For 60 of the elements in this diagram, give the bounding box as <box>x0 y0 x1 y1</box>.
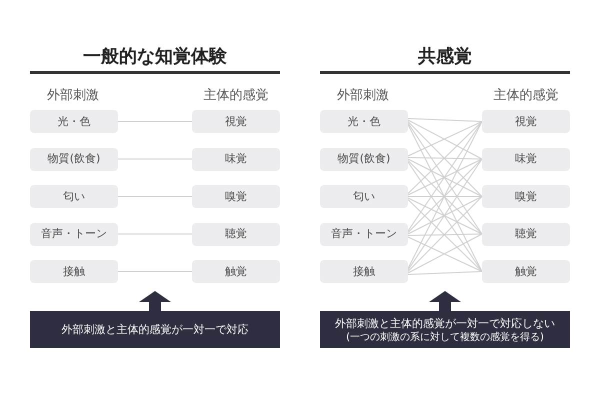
category-box <box>320 148 408 170</box>
connector-line <box>118 158 192 160</box>
connector-line <box>408 234 482 236</box>
column-header: 外部刺激 <box>47 88 99 104</box>
panel-title: 一般的な知覚体験 <box>83 46 227 68</box>
column-header: 外部刺激 <box>337 88 389 104</box>
category-box <box>482 222 570 246</box>
category-box <box>30 222 118 246</box>
box-label: 味覚 <box>515 152 537 166</box>
category-box <box>192 260 280 283</box>
category-box <box>320 222 408 246</box>
column-header: 主体的感覚 <box>204 88 268 104</box>
box-label: 光・色 <box>348 114 380 128</box>
connector-line <box>118 121 192 122</box>
category-box <box>482 260 570 283</box>
category-box <box>192 222 280 246</box>
box-label: 光・色 <box>58 114 90 128</box>
box-label: 物質(飲食) <box>48 152 100 166</box>
panel-title: 共感覚 <box>418 46 472 68</box>
category-box <box>482 148 570 170</box>
banner-text: (一つの刺激の系に対して複数の感覚を得る) <box>346 330 544 344</box>
category-box <box>320 185 408 208</box>
connector-line <box>408 157 482 160</box>
category-box <box>320 110 408 133</box>
box-label: 触覚 <box>225 264 247 278</box>
box-label: 味覚 <box>225 152 247 166</box>
box-label: 匂い <box>353 190 375 204</box>
category-box <box>30 110 118 133</box>
summary-banner <box>320 311 570 348</box>
box-label: 触覚 <box>515 264 537 278</box>
connector-line <box>408 196 482 197</box>
category-box <box>482 185 570 208</box>
category-box <box>320 260 408 283</box>
category-box <box>30 260 118 283</box>
banner-text: 外部刺激と主体的感覚が一対一で対応しない <box>335 316 555 330</box>
box-label: 視覚 <box>515 114 537 128</box>
connector-line <box>408 271 482 275</box>
category-box <box>482 110 570 133</box>
box-label: 匂い <box>63 190 85 204</box>
connector-line <box>408 118 482 122</box>
category-box <box>30 148 118 170</box>
category-box <box>192 185 280 208</box>
box-label: 接触 <box>63 264 85 278</box>
column-header: 主体的感覚 <box>494 88 558 104</box>
box-label: 接触 <box>353 264 375 278</box>
category-box <box>192 148 280 170</box>
box-label: 嗅覚 <box>515 190 537 204</box>
box-label: 聴覚 <box>225 227 247 241</box>
box-label: 音声・トーン <box>41 227 107 241</box>
box-label: 音声・トーン <box>331 227 397 241</box>
connector-line <box>118 271 192 272</box>
banner-text: 外部刺激と主体的感覚が一対一で対応 <box>62 322 248 337</box>
box-label: 視覚 <box>225 114 247 128</box>
box-label: 物質(飲食) <box>338 152 390 166</box>
summary-banner <box>30 311 280 348</box>
box-label: 嗅覚 <box>225 190 247 204</box>
category-box <box>30 185 118 208</box>
category-box <box>192 110 280 133</box>
box-label: 聴覚 <box>515 227 537 241</box>
connector-line <box>118 196 192 197</box>
